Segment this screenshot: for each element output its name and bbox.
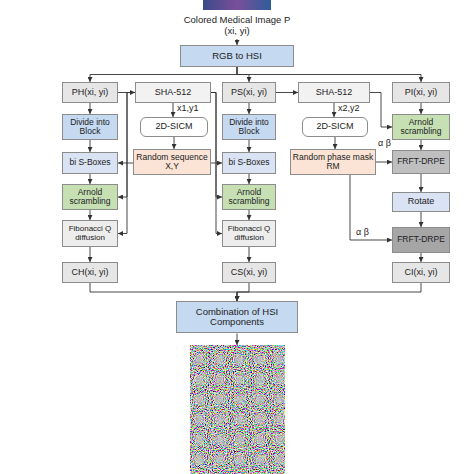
node-text: SHA-512 [155,88,192,98]
flow-arrow [237,283,249,301]
flow-arrow [237,67,249,82]
node-text: Random sequence X,Y [135,153,209,172]
flow-arrow [421,212,422,227]
node-text: Arnold scrambling [224,188,274,207]
flow-arrow [249,140,250,152]
flow-arrow [421,103,422,114]
flow-arrow [376,162,392,163]
edge-label: x1,y1 [177,104,199,113]
flow-arrow [118,163,133,164]
flow-arrow [118,93,135,234]
flow-arrow [249,174,250,184]
hash-box: SHA-512 [135,82,211,103]
flow-arrow [276,92,298,93]
node-text: Fibonacci Q diffusion [64,225,116,243]
node-text: Rotate [408,197,435,207]
flow-arrow [237,283,421,301]
component-box: PH(xi, yi) [62,82,118,103]
edge-label: α β [356,228,369,237]
flow-arrow [335,137,336,149]
flow-arrow [118,92,135,93]
node-text: Arnold scrambling [394,118,448,137]
output-arrow [237,334,238,346]
process-box: Arnold scrambling [392,114,450,140]
flow-arrow [249,210,250,220]
flow-arrow [173,103,174,117]
key-box: Random sequence X,Y [133,149,211,175]
flow-arrow [334,103,335,117]
flow-arrow [249,247,250,262]
flow-arrow [237,39,238,45]
process-box: bi S-Boxes [62,152,118,174]
image-caption: Colored Medical Image P (xi, yi) [178,12,296,39]
chaotic-map-box: 2D-SICM [140,117,208,137]
process-box: Rotate [392,192,450,212]
flow-arrow [237,67,421,82]
component-box: PS(xi, yi) [222,82,276,103]
flow-arrow [90,140,91,152]
process-box: Fibonacci Q diffusion [62,220,118,247]
process-box: bi S-Boxes [222,152,276,174]
node-text: Arnold scrambling [64,188,116,207]
flow-arrow [90,174,91,184]
process-box: FRFT-DRPE [392,227,450,253]
node-text: FRFT-DRPE [397,157,445,166]
process-box: Divide into Block [222,114,276,140]
flow-arrow [211,93,222,198]
node-text: Combination of HSI Components [178,307,296,328]
flow-arrow [90,247,91,262]
flow-arrow [211,163,222,164]
flow-arrow [211,93,222,234]
process-box: Combination of HSI Components [176,301,298,333]
node-text: Divide into Block [64,118,116,137]
node-text: 2D-SICM [316,122,353,132]
process-box: Arnold scrambling [222,184,276,210]
node-text: FRFT-DRPE [397,235,445,244]
node-text: PH(xi, yi) [72,88,109,98]
flow-arrow [174,137,175,149]
flow-arrow [90,103,91,114]
component-box: PI(xi, yi) [392,82,450,103]
process-box: RGB to HSI [180,45,294,67]
flow-arrow [90,67,237,82]
node-text: PS(xi, yi) [231,88,267,98]
node-text: SHA-512 [316,88,353,98]
flow-arrow [118,93,135,198]
input-image [203,0,271,10]
flow-arrow [90,210,91,220]
edge-label: α β [378,139,391,148]
node-text: CS(xi, yi) [231,268,268,278]
flow-arrow [421,140,422,150]
output-box: CH(xi, yi) [62,262,118,283]
chaotic-map-box: 2D-SICM [302,117,368,137]
node-text: Colored Medical Image P (xi, yi) [179,15,295,36]
process-box: Fibonacci Q diffusion [222,220,276,247]
flow-arrow [370,93,392,128]
node-text: PI(xi, yi) [405,88,438,98]
output-box: CI(xi, yi) [392,262,450,283]
node-text: RGB to HSI [212,51,262,61]
flow-arrow [421,253,422,262]
output-box: CS(xi, yi) [222,262,276,283]
node-text: CH(xi, yi) [72,268,109,278]
node-text: bi S-Boxes [69,158,110,167]
process-box: FRFT-DRPE [392,150,450,174]
node-text: Fibonacci Q diffusion [224,225,274,243]
flow-arrow [350,175,392,240]
process-box: Arnold scrambling [62,184,118,210]
flow-arrow [421,174,422,192]
key-box: Random phase mask RM [290,149,376,175]
encrypted-image [190,345,285,474]
hash-box: SHA-512 [298,82,370,103]
node-text: Random phase mask RM [292,153,374,172]
node-text: CI(xi, yi) [405,268,438,278]
node-text: Divide into Block [224,118,274,137]
node-text: bi S-Boxes [228,158,269,167]
edge-label: x2,y2 [338,104,360,113]
flow-arrow [90,283,237,301]
node-text: 2D-SICM [155,122,192,132]
flow-arrow [249,103,250,114]
process-box: Divide into Block [62,114,118,140]
